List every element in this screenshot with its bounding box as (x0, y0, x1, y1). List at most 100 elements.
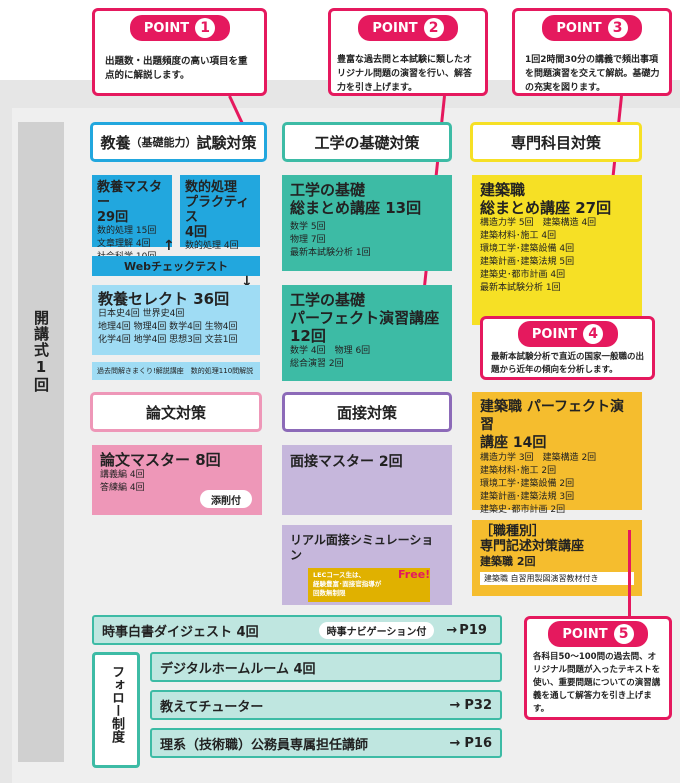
point-5-text: 各科目50〜100問の過去問、オリジナル問題が入ったテキストを使い、重要問題につ… (533, 652, 661, 714)
photo-text: 経験豊富･面接官指導が (313, 580, 382, 588)
suteki-box: 数的処理 プラクティス 4回 数的処理 4回 (180, 175, 260, 251)
real-mensetsu-title: リアル面接シミュレーション (290, 533, 434, 562)
box-line: 建築計画･建築法規 5回 (480, 257, 575, 267)
jiji-badge: 時事ナビゲーション付 (318, 621, 435, 639)
header-ronbun: 論文対策 (90, 392, 262, 432)
point-connector (628, 530, 631, 620)
point-3-text: 1回2時間30分の講義で頻出事項を問題演習を交えて解説。基礎力の充実を図ります。 (525, 55, 660, 93)
kyoyo-master-title: 教養マスター (97, 180, 163, 210)
mensetsu-master-box: 面接マスター 2回 (282, 445, 452, 515)
shokushu-title: 専門記述対策講座 (480, 539, 585, 554)
kenchiku-1-box: 建築職 総まとめ講座 27回 構造力学 5回 建築構造 4回 建築材料･施工 4… (472, 175, 642, 325)
follow-row: 教えてチューター → P32 (150, 690, 502, 720)
kenchiku-2-title: 講座 14回 (480, 435, 547, 451)
box-line: 数学 5回 (290, 222, 326, 232)
kogaku-1-box: 工学の基礎 総まとめ講座 13回 数学 5回 物理 7回 最新本試験分析 1回 (282, 175, 452, 271)
box-line: 文章理解 4回 (97, 239, 151, 249)
sidebar-label: 開講式1回 (32, 310, 50, 393)
box-line: 数的処理 4回 (185, 241, 239, 251)
photo-text: 回数無制限 (313, 589, 346, 597)
arrow-up-icon: ↑ (163, 238, 175, 254)
box-line: 最新本試験分析 1回 (290, 248, 371, 258)
kyoyo-master-box: 教養マスター 29回 数的処理 15回 文章理解 4回 社会科学 10回 (92, 175, 172, 262)
box-line: 講義編 4回 (100, 470, 145, 480)
box-line: 地理4回 物理4回 数学4回 生物4回 (98, 322, 238, 332)
jiji-title: 時事白書ダイジェスト 4回 (102, 624, 259, 640)
kogaku-1-title: 工学の基礎 (290, 181, 366, 199)
ronbun-master-title: 論文マスター 8回 (100, 451, 221, 469)
header-senmon: 専門科目対策 (470, 122, 642, 162)
mensetsu-master-title: 面接マスター 2回 (290, 454, 403, 470)
kogaku-2-title: パーフェクト演習講座 (290, 309, 440, 327)
follow-label-box: フォロー制度 (92, 652, 140, 768)
header-kyoyo: 教養（基礎能力）試験対策 (90, 122, 267, 162)
box-line: 総合演習 2回 (290, 359, 344, 369)
suteki-title: プラクティス (185, 195, 250, 225)
kogaku-1-title: 総まとめ講座 13回 (290, 199, 422, 217)
real-mensetsu-photo: LECコース生は、 経験豊富･面接官指導が 回数無制限 (308, 568, 430, 602)
box-line: 答練編 4回 (100, 483, 145, 493)
box-line: 建築史･都市計画 2回 (480, 505, 566, 515)
tensaku-badge: 添削付 (200, 490, 252, 508)
kakomon-bar: 過去問解きまくり!解説講座 数的処理110問解説 (92, 362, 260, 380)
kenchiku-2-title: 建築職 パーフェクト演習 (480, 399, 625, 433)
sidebar (18, 122, 64, 762)
web-check-bar: Webチェックテスト (92, 256, 260, 276)
box-line: 物理 7回 (290, 235, 326, 245)
kogaku-2-box: 工学の基礎 パーフェクト演習講座 12回 数学 4回 物理 6回 総合演習 2回 (282, 285, 452, 381)
box-line: 環境工学･建築設備 2回 (480, 479, 575, 489)
box-line: 数学 4回 物理 6回 (290, 346, 371, 356)
kenchiku-1-title: 総まとめ講座 27回 (480, 199, 612, 217)
suteki-count: 4回 (185, 225, 208, 240)
page-ref: P19 (459, 622, 487, 638)
box-line: 構造力学 3回 建築構造 2回 (480, 453, 597, 463)
arrow-right-icon: → (449, 697, 461, 713)
box-line: 環境工学･建築設備 4回 (480, 244, 575, 254)
follow-label: フォロー制度 (109, 665, 124, 743)
follow-row: デジタルホームルーム 4回 (150, 652, 502, 682)
page-ref: P32 (464, 697, 492, 713)
free-label: Free! (398, 568, 431, 581)
point-1-text: 出題数・出題頻度の高い項目を重点的に解説します。 (105, 56, 248, 81)
kenchiku-1-title: 建築職 (480, 181, 526, 199)
kyoyo-master-count: 29回 (97, 210, 129, 225)
box-line: 構造力学 5回 建築構造 4回 (480, 218, 597, 228)
shokushu-note: 建築職 自習用製図演習教材付き (480, 572, 634, 585)
point-2-text: 豊富な過去問と本試験に類したオリジナル問題の演習を行い、解答力を引き上げます。 (337, 55, 473, 93)
box-line: 建築材料･施工 2回 (480, 466, 557, 476)
kogaku-2-count: 12回 (290, 327, 326, 345)
kogaku-2-title: 工学の基礎 (290, 291, 366, 309)
shokushu-count: 建築職 2回 (480, 555, 536, 568)
photo-text: LECコース生は、 (313, 571, 366, 579)
kenchiku-2-box: 建築職 パーフェクト演習 講座 14回 構造力学 3回 建築構造 2回 建築材料… (472, 392, 642, 515)
follow-row: 理系（技術職）公務員専属担任講師 → P16 (150, 728, 502, 758)
follow-row-title: デジタルホームルーム 4回 (160, 661, 316, 677)
kyoyo-select-box: 教養セレクト 36回 日本史4回 世界史4回 地理4回 物理4回 数学4回 生物… (92, 285, 260, 355)
arrow-down-icon: ↓ (241, 274, 253, 290)
suteki-title: 数的処理 (185, 180, 238, 195)
box-line: 数的処理 15回 (97, 226, 157, 236)
shokushu-title: ［職種別］ (480, 524, 546, 539)
header-mensetsu: 面接対策 (282, 392, 452, 432)
point-4-text: 最新本試験分析で直近の国家一般職の出題から近年の傾向を分析します。 (491, 352, 645, 375)
box-line: 日本史4回 世界史4回 (98, 309, 185, 319)
shokushu-box: ［職種別］ 専門記述対策講座 建築職 2回 建築職 自習用製図演習教材付き (472, 520, 642, 596)
page-ref: P16 (464, 735, 492, 751)
follow-row-title: 理系（技術職）公務員専属担任講師 (160, 737, 369, 753)
kyoyo-select-title: 教養セレクト 36回 (98, 290, 230, 308)
box-line: 化学4回 地学4回 思想3回 文芸1回 (98, 335, 238, 345)
box-line: 最新本試験分析 1回 (480, 283, 561, 293)
follow-row-title: 教えてチューター (160, 699, 264, 715)
jiji-row: 時事白書ダイジェスト 4回 時事ナビゲーション付 → P19 (92, 615, 502, 645)
box-line: 建築計画･建築法規 3回 (480, 492, 575, 502)
